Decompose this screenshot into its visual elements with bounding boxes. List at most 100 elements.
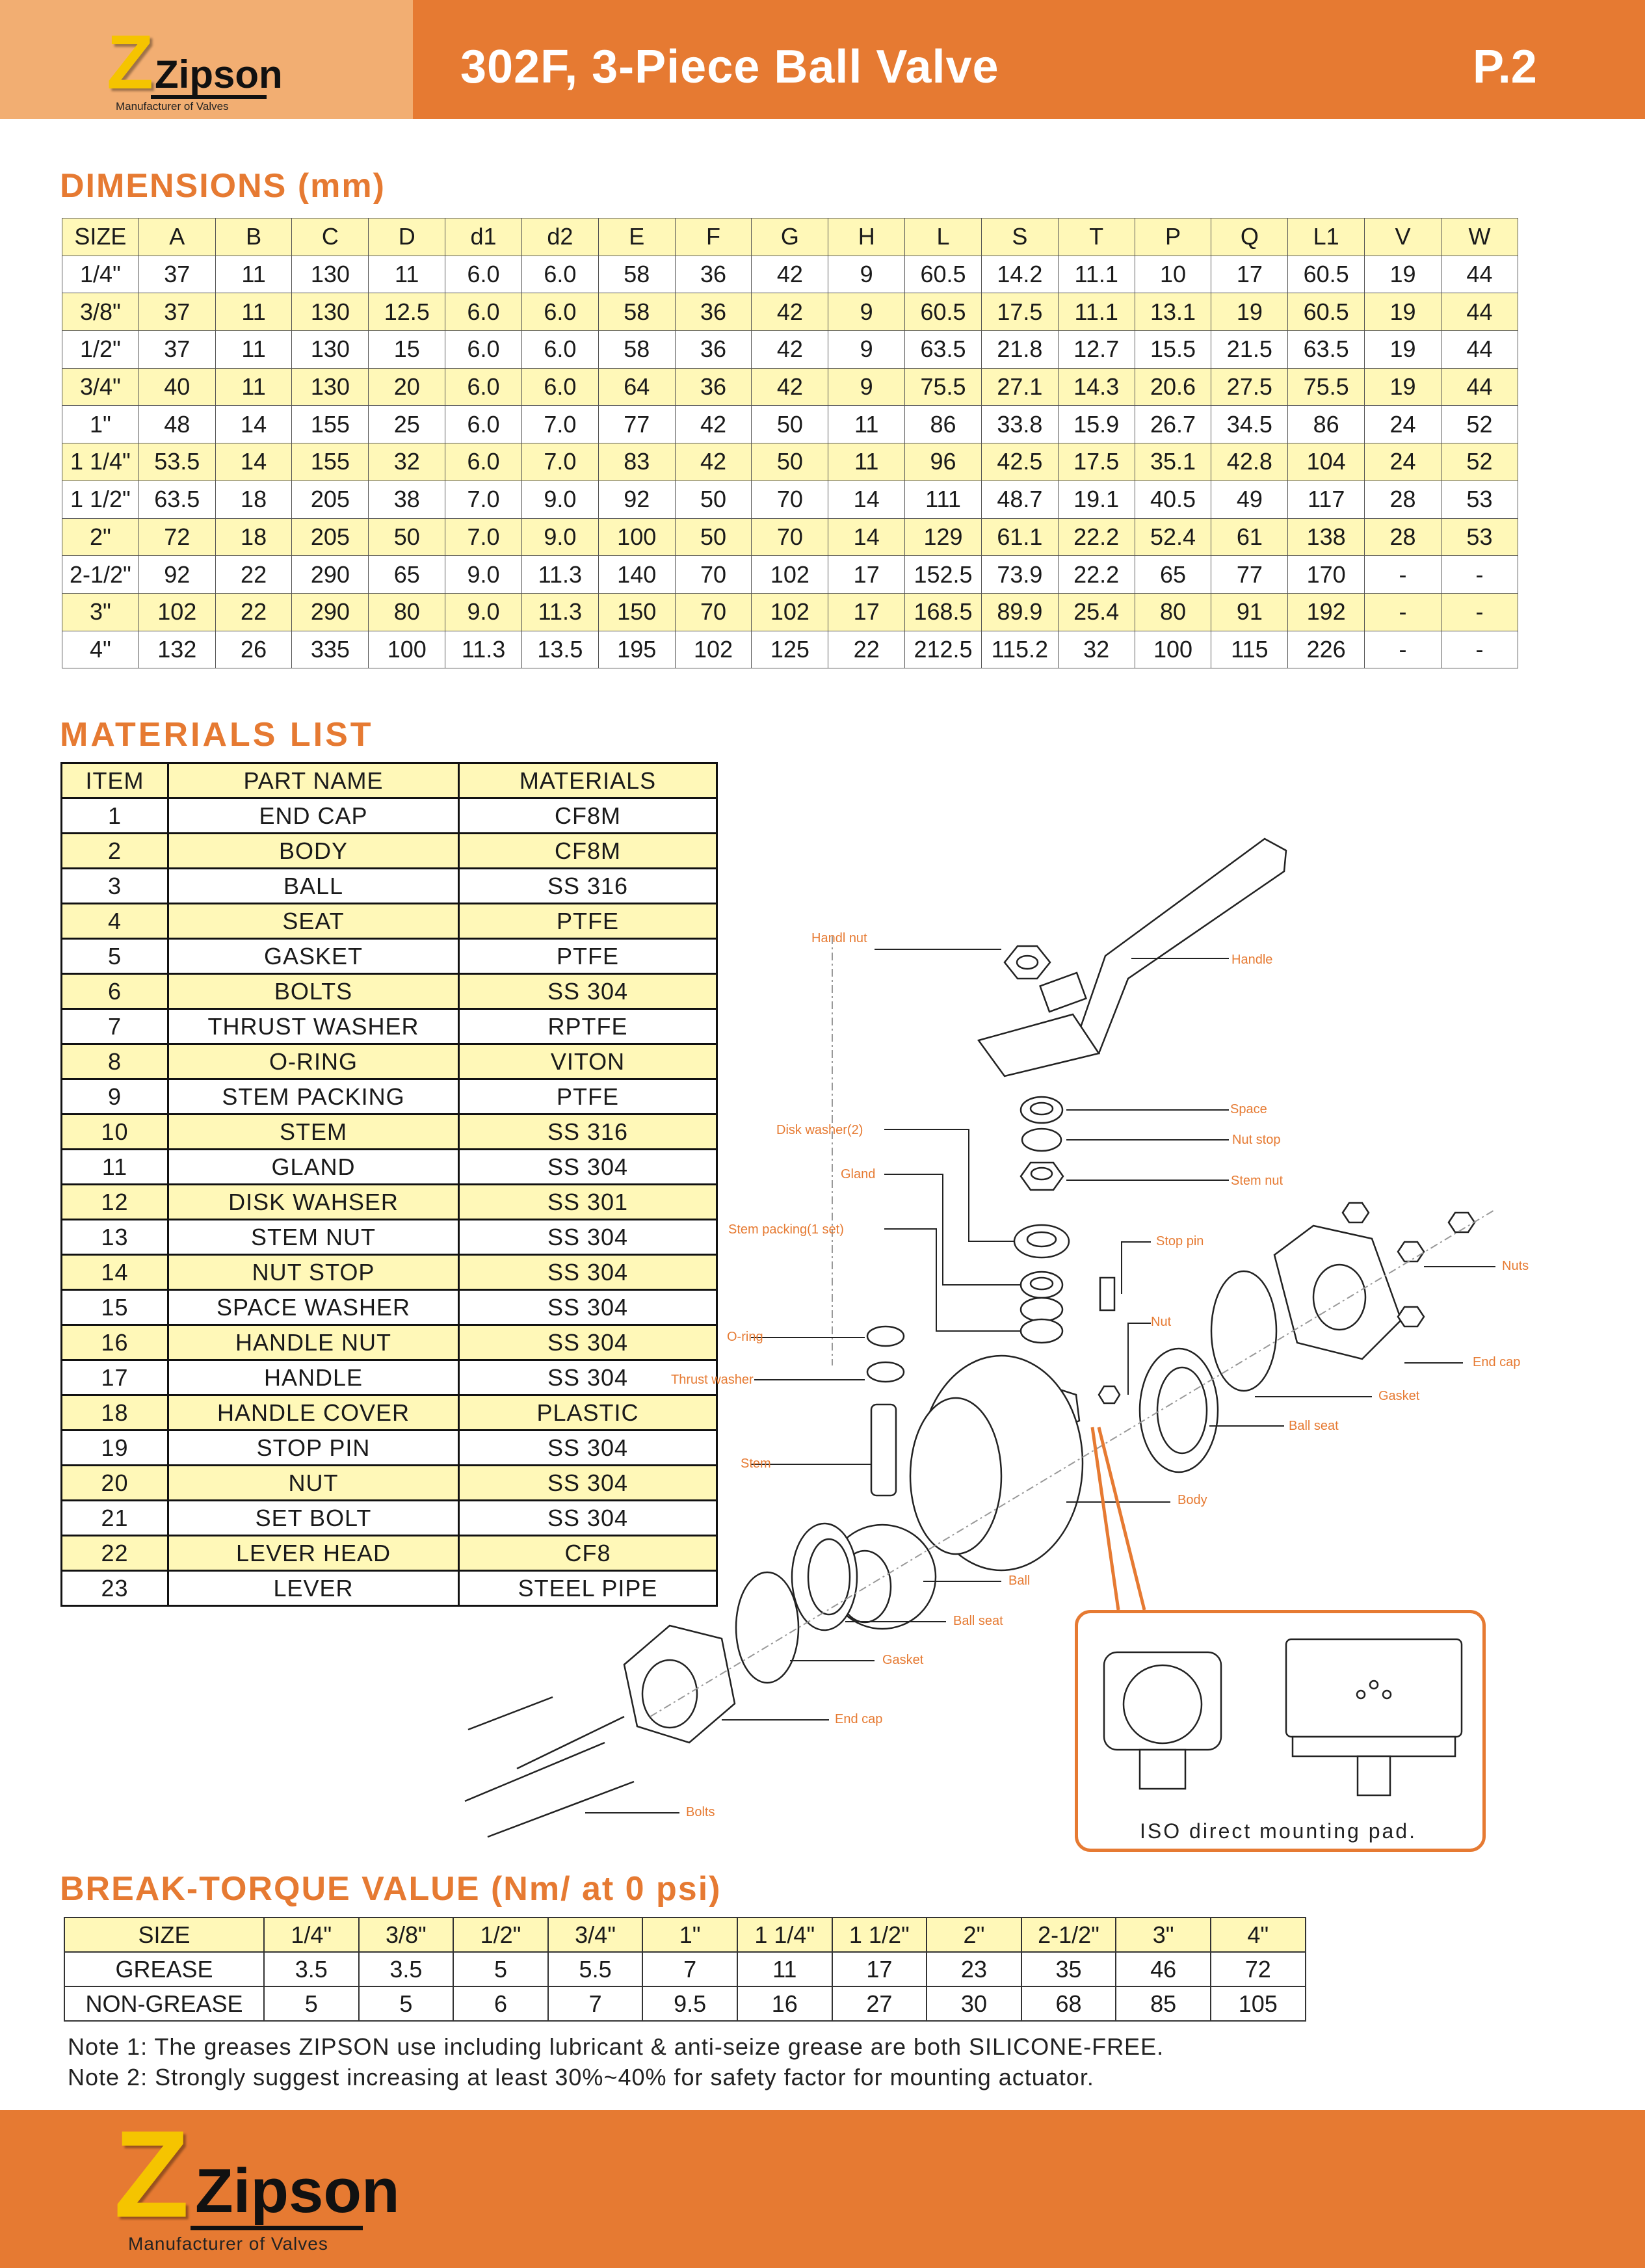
table-cell: STEEL PIPE [458,1570,718,1607]
table-cell: - [1364,592,1441,631]
table-cell: 130 [291,255,369,294]
table-cell: SS 304 [458,973,718,1010]
nut-right-2 [1397,1241,1425,1263]
table-cell: LEVER [167,1570,460,1607]
table-cell: 61.1 [980,518,1059,557]
table-cell: 65 [1134,555,1212,594]
table-cell: 36 [674,367,752,406]
table-cell: 18 [215,480,293,519]
table-cell: SS 304 [458,1429,718,1466]
table-cell: 19 [1364,293,1441,332]
table-cell: 15.5 [1134,330,1212,369]
table-cell: 104 [1287,443,1365,481]
table-cell: 53 [1440,518,1519,557]
table-cell: 48 [138,405,216,444]
table-cell: 40.5 [1134,480,1212,519]
table-cell: 50 [368,518,446,557]
table-cell: 129 [904,518,982,557]
table-cell: CF8M [458,832,718,869]
table-cell: - [1440,555,1519,594]
table-cell: 50 [751,443,829,481]
dimensions-heading: DIMENSIONS (mm) [60,167,386,205]
table-cell: O-RING [167,1043,460,1080]
table-cell: 19.1 [1057,480,1135,519]
table-cell: 132 [138,630,216,669]
ball-seat-right-bore [1156,1366,1208,1455]
label-handle-nut: Handl nut [811,931,867,945]
body-pad-bore [992,1382,1044,1414]
table-cell: SS 304 [458,1148,718,1185]
ball-seat-left-bore [807,1538,851,1616]
stem [870,1403,897,1497]
label-gland: Gland [841,1167,876,1181]
page-number: P.2 [1473,41,1537,93]
table-cell: d1 [445,218,522,256]
table-cell: 130 [291,293,369,332]
table-cell: SS 316 [458,1113,718,1150]
table-cell: 7.0 [445,518,522,557]
label-nut: Nut [1151,1315,1172,1329]
table-cell: 44 [1440,255,1519,294]
table-cell: Q [1211,218,1289,256]
table-cell: RPTFE [458,1008,718,1045]
table-cell: 23 [926,1951,1022,1987]
table-cell: 14.2 [980,255,1059,294]
table-cell: 290 [291,592,369,631]
table-cell: E [598,218,676,256]
logo-z-letter: Z [114,2105,190,2243]
nut-right-4 [1397,1306,1425,1328]
table-cell: 150 [598,592,676,631]
table-cell: 7.0 [521,443,599,481]
table-cell: STEM PACKING [167,1078,460,1115]
table-cell: 52.4 [1134,518,1212,557]
label-end-cap-left: End cap [835,1712,883,1726]
table-cell: 9 [828,293,906,332]
table-cell: G [751,218,829,256]
table-cell: 6 [453,1986,549,2022]
nut-right-1 [1341,1202,1370,1224]
table-cell: 11 [736,1951,833,1987]
table-cell: BALL [167,867,460,904]
table-cell: SPACE WASHER [167,1289,460,1326]
table-cell: 75.5 [1287,367,1365,406]
table-cell: 6.0 [445,405,522,444]
disk-washer [1013,1224,1070,1259]
nut-right-3 [1447,1211,1476,1233]
table-cell: 19 [60,1429,169,1466]
table-cell: 52 [1440,405,1519,444]
table-cell: 1 1/2" [62,480,139,519]
table-cell: 125 [751,630,829,669]
label-space: Space [1230,1102,1267,1116]
logo-underline [151,95,267,99]
end-cap-left-bore [641,1659,698,1729]
table-cell: PLASTIC [458,1394,718,1431]
table-cell: 22 [215,555,293,594]
table-cell: SS 304 [458,1219,718,1256]
zipson-logo: Z Zipson Manufacturer of Valves [104,20,312,117]
iso-caption: ISO direct mounting pad. [1140,1819,1417,1843]
table-cell: 195 [598,630,676,669]
label-nuts: Nuts [1502,1259,1529,1273]
table-cell: PTFE [458,938,718,975]
table-cell: 3/4" [547,1917,644,1953]
ball-port [837,1549,892,1624]
table-cell: 102 [751,555,829,594]
table-cell: 3 [60,867,169,904]
o-ring [866,1325,905,1347]
table-cell: 17.5 [980,293,1059,332]
table-cell: 23 [60,1570,169,1607]
